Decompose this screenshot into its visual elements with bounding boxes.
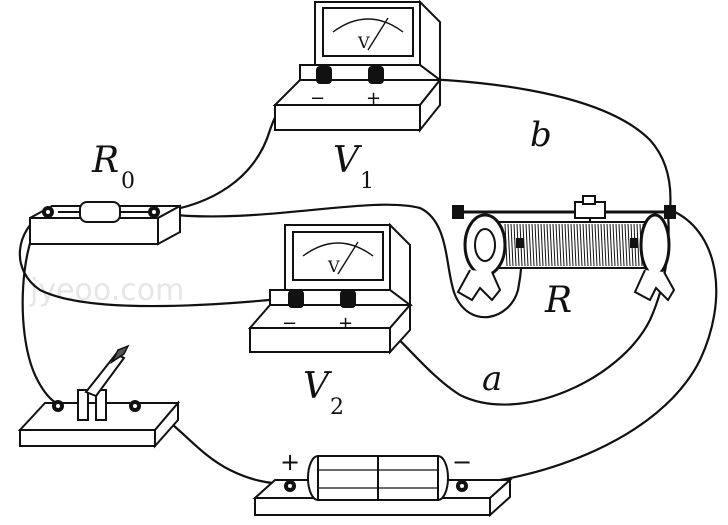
battery-plus-sign: + [280,448,300,476]
label-r: R [544,280,572,321]
v2-minus-sign: − [282,313,297,334]
wire-b [377,76,672,211]
v2-dial-letter: V [327,257,340,276]
voltmeter-v2: V − + [247,222,413,355]
label-v2-sub: 2 [330,395,344,420]
wire-rheostat-to-battery [459,211,718,487]
resistor-r0 [29,201,181,246]
battery: + − [252,448,513,518]
label-v2: V [303,366,333,407]
v1-dial-letter: V [357,33,370,52]
voltmeter-v1: V − + [272,0,443,133]
watermark: jyeoo.com [29,273,184,308]
v1-plus-sign: + [366,88,381,109]
label-v1-sub: 1 [360,169,374,194]
wire-r0-to-v2-minus [18,211,291,308]
v1-minus-sign: − [310,88,325,109]
label-wire-b: b [530,115,552,155]
battery-minus-sign: − [452,448,472,476]
label-v1: V [333,140,363,181]
label-r0: R [91,140,119,181]
label-wire-a: a [482,359,502,399]
rheostat-r [452,195,676,302]
wire-r0-to-slider [164,203,524,319]
switch [17,344,181,449]
label-r0-sub: 0 [121,169,135,194]
v2-plus-sign: + [338,313,353,334]
